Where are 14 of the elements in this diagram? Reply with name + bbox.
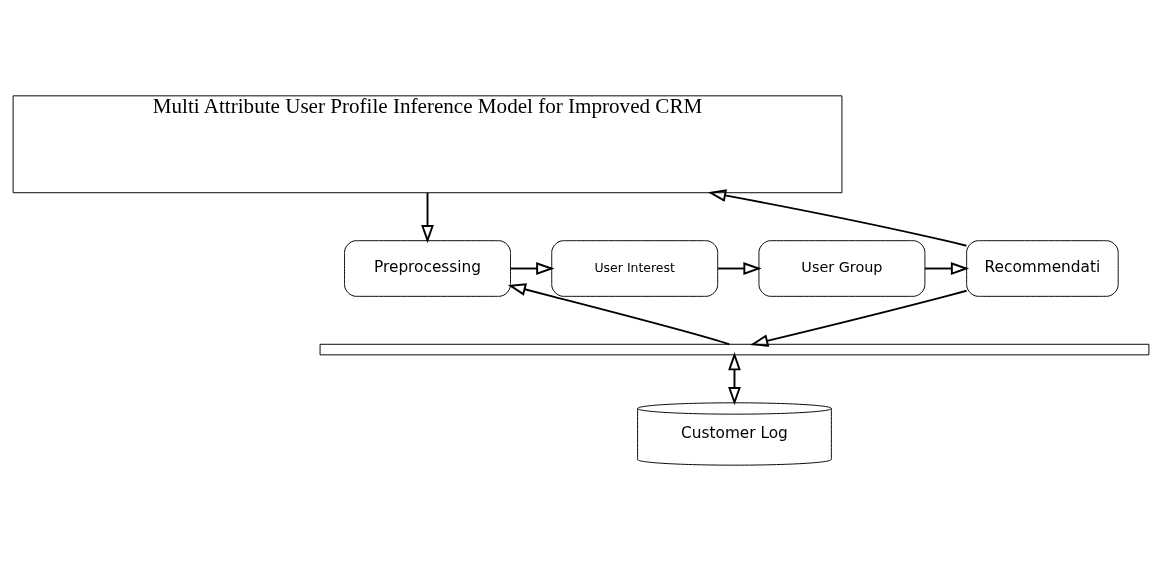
arrow xyxy=(728,352,741,406)
node-box: User Interest xyxy=(551,240,719,297)
arrow xyxy=(707,189,968,247)
node-box: User Group xyxy=(758,240,926,297)
node-box: Multi Attribute User Profile Inference Model for Improved CRM xyxy=(12,95,843,194)
arrow xyxy=(750,289,968,347)
node-box: Recommendati xyxy=(966,240,1119,297)
arrow xyxy=(717,262,762,275)
arrow xyxy=(509,262,555,275)
arrow xyxy=(421,191,434,244)
arrow xyxy=(924,262,970,275)
node-box: Preprocessing xyxy=(344,240,511,297)
arrow xyxy=(507,283,731,346)
node-bar xyxy=(319,343,1150,356)
